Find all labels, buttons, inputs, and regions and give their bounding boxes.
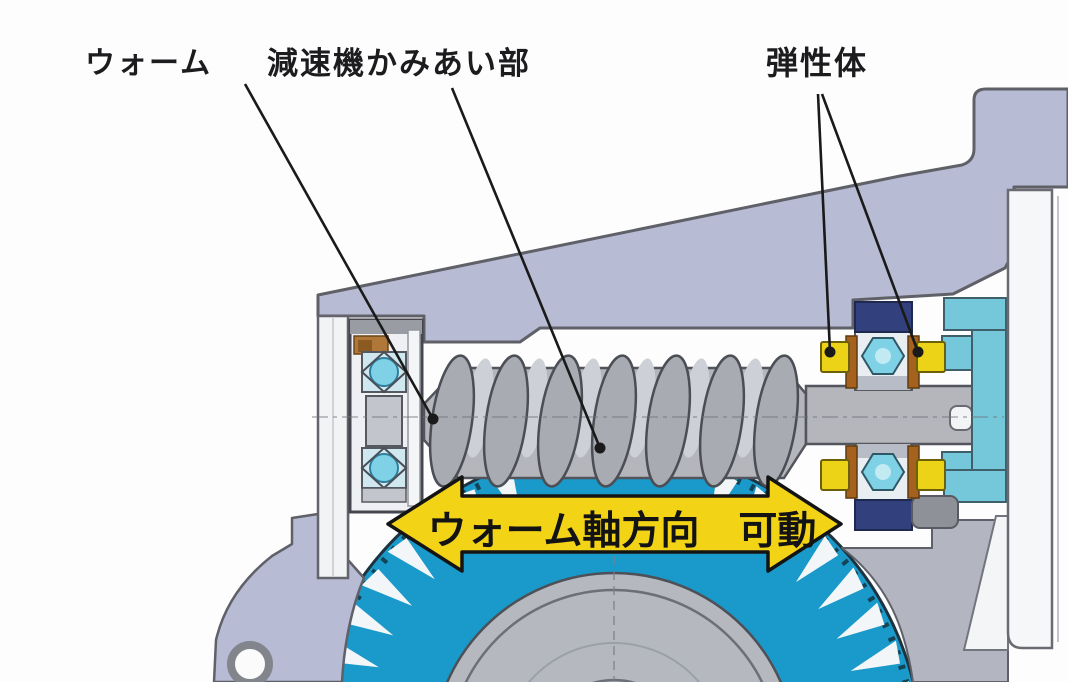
axial-motion-label: ウォーム軸方向 可動 [428,510,817,553]
right-lower-bearing [820,443,959,531]
bolt-hole [227,641,273,682]
worm-thread-crests [428,354,800,488]
left-bearing [348,318,424,514]
leader-elastic-left [816,93,832,353]
double-arrow-shape [386,475,843,573]
left-end-cap [316,314,350,580]
coupling-teal [941,297,1007,503]
elastic-body-pad [916,459,946,491]
centerlines [312,416,1004,682]
label-mesh: 減速機かみあい部 [267,46,531,81]
leader-worm [243,83,435,420]
elastic-body-pad [916,341,946,373]
bearing-ball [369,453,399,483]
bearing-ball [369,357,399,387]
labels: ウォーム 減速機かみあい部 弾性体 [85,45,868,81]
worm-shaft-right [804,384,978,446]
elastic-body-pad [820,341,850,373]
elastic-body-pad [820,459,850,491]
right-cover-plate [1006,188,1059,650]
label-worm: ウォーム [85,47,212,80]
right-upper-bearing [820,301,946,391]
housing-upper-wedge [316,87,1068,344]
worm-screw [422,354,808,488]
leader-elastic-right [820,93,920,353]
housing-bore-corner [962,515,1009,651]
leader-mesh [450,87,602,449]
outer-race [854,499,913,531]
axial-motion-arrow: ウォーム軸方向 可動 [386,475,843,573]
outer-race [854,301,913,333]
leader-lines [243,83,924,454]
label-elastic: 弾性体 [766,45,868,81]
shaft-slot [949,405,973,431]
